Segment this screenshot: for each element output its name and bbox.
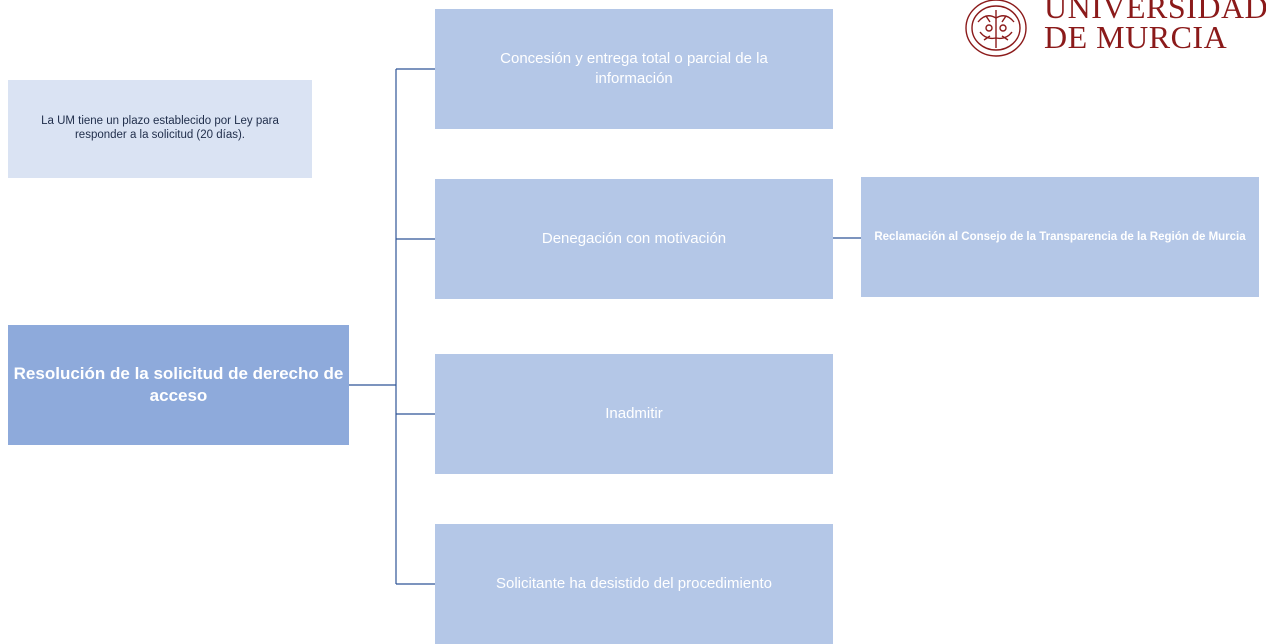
university-wordmark: UNIVERSIDAD DE MURCIA [1044, 0, 1266, 55]
branch-node-desistido: Solicitante ha desistido del procedimien… [435, 524, 833, 644]
branch-node-denegacion: Denegación con motivación [435, 179, 833, 299]
reclamacion-node: Reclamación al Consejo de la Transparenc… [861, 177, 1259, 297]
university-seal-icon [965, 0, 1027, 57]
deadline-note: La UM tiene un plazo establecido por Ley… [8, 80, 312, 178]
deadline-note-text: La UM tiene un plazo establecido por Ley… [41, 115, 279, 141]
root-node-label: Resolución de la solicitud de derecho de… [13, 363, 344, 405]
branch-node-concesion: Concesión y entrega total o parcial de l… [435, 9, 833, 129]
branch-node-label: Denegación con motivación [541, 229, 727, 247]
root-node-resolucion: Resolución de la solicitud de derecho de… [8, 325, 349, 445]
branch-node-label: Inadmitir [605, 404, 663, 422]
reclamacion-node-label: Reclamación al Consejo de la Transparenc… [874, 230, 1246, 243]
university-logo: UNIVERSIDAD DE MURCIA [950, 0, 1266, 66]
logo-line-2: DE MURCIA [1044, 19, 1228, 55]
branch-node-label: Solicitante ha desistido del procedimien… [496, 574, 772, 592]
branch-node-inadmitir: Inadmitir [435, 354, 833, 474]
branch-node-label: Concesión y entrega total o parcial de l… [500, 49, 768, 87]
logo-line-1: UNIVERSIDAD [1044, 0, 1266, 25]
